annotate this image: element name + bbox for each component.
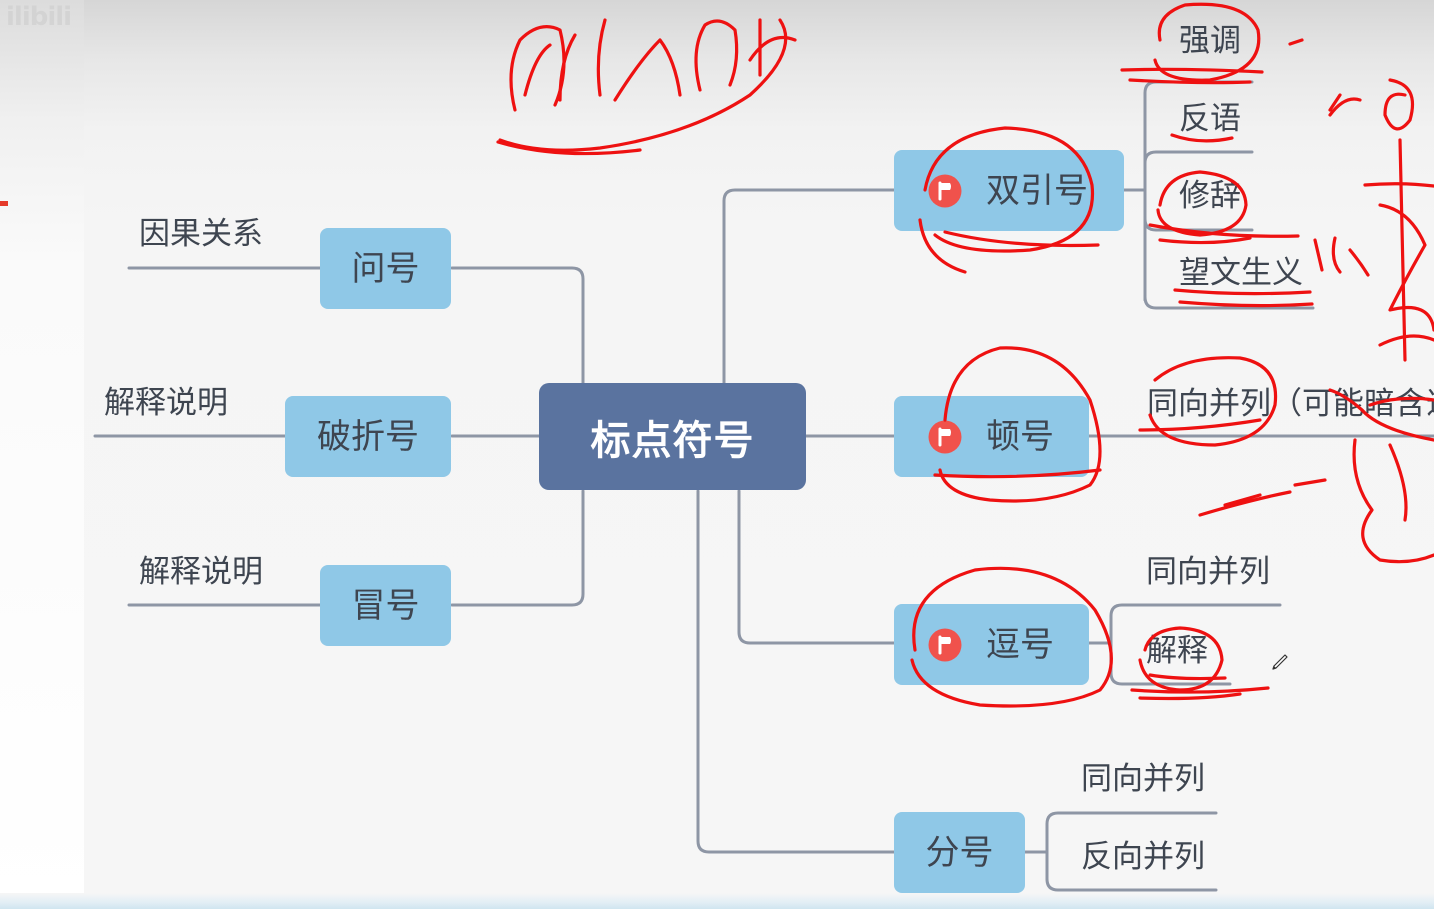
colon-node[interactable]: 冒号 xyxy=(320,565,451,646)
dash-node[interactable]: 破折号 xyxy=(285,396,451,477)
semicolon-leaf-same-direction: 同向并列 xyxy=(1081,761,1205,797)
bottom-edge-band xyxy=(0,893,1434,909)
semicolon-leaf-opposite-direction: 反向并列 xyxy=(1081,839,1205,875)
pen-cursor-icon xyxy=(1272,654,1288,670)
comma-leaf-parallel: 同向并列 xyxy=(1146,554,1270,590)
pause-mark-leaf: 同向并列（可能暗含递 xyxy=(1147,386,1434,422)
double-quote-leaf-literal: 望文生义 xyxy=(1179,255,1303,291)
watermark-logo: ilibili xyxy=(6,2,72,32)
double-quote-leaf-irony: 反语 xyxy=(1179,101,1241,137)
dash-leaf: 解释说明 xyxy=(104,385,228,421)
comma-label: 逗号 xyxy=(986,624,1054,665)
question-mark-node[interactable]: 问号 xyxy=(320,228,451,309)
semicolon-node[interactable]: 分号 xyxy=(894,812,1025,893)
red-margin-mark xyxy=(0,201,8,206)
question-mark-leaf: 因果关系 xyxy=(139,216,263,252)
left-margin-strip xyxy=(0,0,84,909)
red-flag-icon xyxy=(928,420,962,453)
central-topic-node[interactable]: 标点符号 xyxy=(539,383,806,490)
pause-mark-node[interactable]: 顿号 xyxy=(894,396,1089,477)
colon-leaf: 解释说明 xyxy=(139,554,263,590)
red-flag-icon xyxy=(928,174,962,207)
double-quote-leaf-emphasis: 强调 xyxy=(1179,23,1241,59)
red-flag-icon xyxy=(928,628,962,661)
comma-node[interactable]: 逗号 xyxy=(894,604,1089,685)
comma-leaf-explain: 解释 xyxy=(1146,633,1208,669)
pause-mark-label: 顿号 xyxy=(986,416,1054,457)
double-quote-leaf-rhetoric: 修辞 xyxy=(1179,178,1241,214)
double-quote-label: 双引号 xyxy=(986,170,1088,211)
